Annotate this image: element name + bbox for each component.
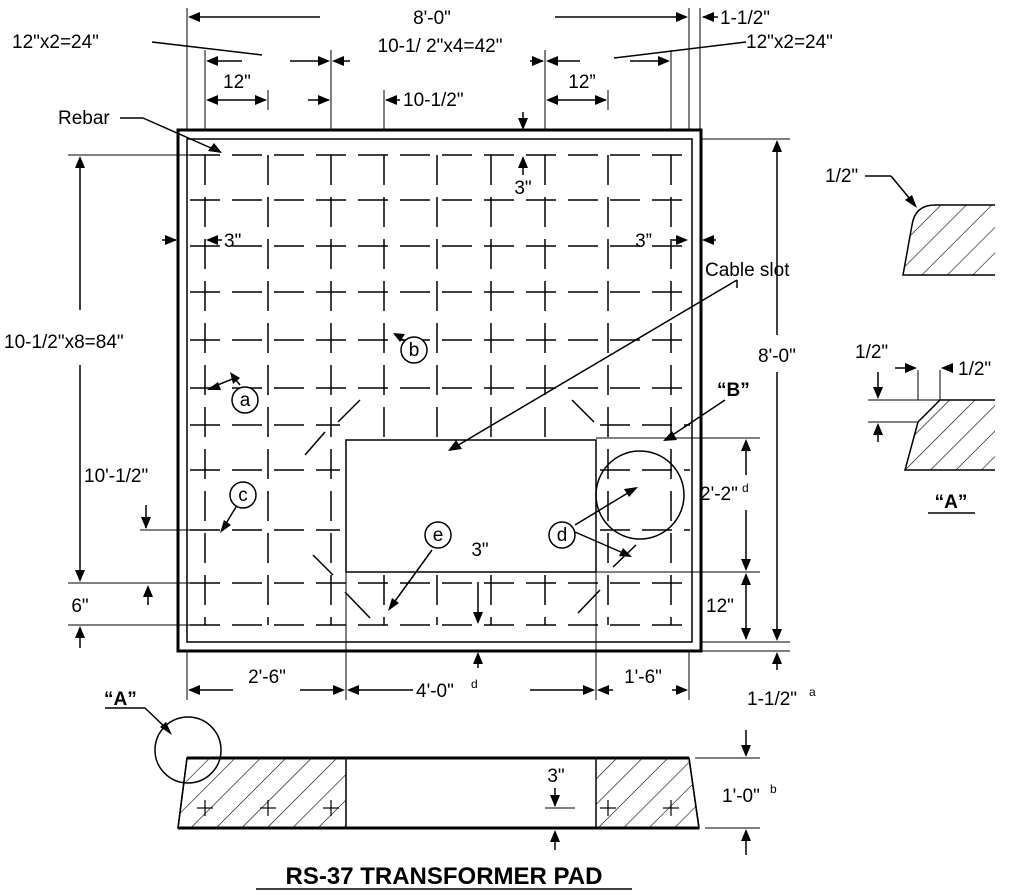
pad-inner-edge — [186, 138, 693, 643]
svg-text:c: c — [238, 485, 248, 506]
label-slot-to-bottom: 12" — [706, 596, 734, 617]
pad-section — [105, 707, 760, 855]
label-rebar-middle: 10-1/ 2"x4=42" — [378, 36, 503, 57]
label-section-depth: 1'-0" — [722, 786, 760, 807]
top-dimensions — [151, 8, 747, 130]
bottom-dimensions — [186, 572, 690, 700]
chamfer-detail-top — [865, 175, 995, 276]
label-slot-width: 4'-0" — [416, 681, 454, 702]
svg-text:e: e — [433, 525, 444, 546]
svg-text:d: d — [557, 525, 568, 546]
callout-d: d — [548, 521, 576, 549]
label-spacing-10-half: 10'-1/2" — [84, 466, 148, 487]
label-chamfer-half: 1/2" — [825, 166, 858, 187]
label-vertical-spacing: 10-1/2"x8=84" — [4, 332, 124, 353]
label-overall-width: 8'-0" — [413, 8, 451, 29]
label-cable-slot: Cable slot — [705, 260, 790, 281]
label-slot-height-note: d — [742, 481, 749, 495]
inner-markers — [473, 112, 528, 668]
label-slot-width-note: d — [471, 677, 478, 691]
label-edge-offset-bottom: 1-1/2" — [747, 689, 797, 710]
chamfer-detail-a — [868, 363, 995, 514]
label-bottom-six: 6" — [71, 596, 88, 617]
drawing-title: RS-37 TRANSFORMER PAD — [286, 863, 603, 890]
label-section-cover: 3" — [547, 766, 564, 787]
label-slot-cover: 3" — [471, 540, 488, 561]
label-spacing-left-12: 12" — [223, 72, 251, 93]
label-detail-b: “B” — [717, 380, 750, 401]
label-cover-top: 3" — [514, 178, 531, 199]
cable-slot — [345, 439, 597, 573]
left-dimensions — [68, 154, 222, 648]
svg-text:a: a — [240, 390, 251, 411]
right-dimensions — [596, 138, 790, 670]
label-rebar-outer-right: 12"x2=24" — [746, 32, 833, 53]
label-left-width: 2'-6" — [248, 667, 286, 688]
dimension-labels: 8'-0" 1-1/2" 12"x2=24" 12"x2=24" 10-1/ 2… — [4, 8, 991, 807]
label-right-width: 1'-6" — [624, 667, 662, 688]
label-detail-a-title: “A” — [935, 492, 968, 513]
label-detail-half-a: 1/2" — [855, 342, 888, 363]
callout-a: a — [231, 386, 259, 414]
label-spacing-mid: 10-1/2" — [403, 90, 464, 111]
pad-plan — [176, 128, 703, 653]
label-section-depth-note: b — [770, 782, 777, 796]
callout-c: c — [229, 481, 257, 509]
rebar-grid — [190, 154, 690, 626]
label-spacing-right-12: 12” — [568, 72, 595, 93]
label-detail-half-b: 1/2" — [958, 359, 991, 380]
label-edge-offset-top: 1-1/2" — [720, 8, 770, 29]
pad-outer-edge — [176, 128, 703, 653]
label-cover-right: 3” — [635, 231, 652, 252]
label-rebar-outer-left: 12"x2=24" — [12, 32, 99, 53]
label-section-a: “A” — [104, 689, 137, 710]
label-slot-height: 2'-2" — [700, 484, 738, 505]
leaders — [120, 117, 738, 611]
label-rebar: Rebar — [58, 108, 110, 129]
label-overall-height: 8'-0" — [758, 346, 796, 367]
label-edge-offset-bottom-note: a — [809, 685, 816, 699]
callout-e: e — [424, 521, 452, 549]
label-cover-left: 3" — [224, 231, 241, 252]
callout-b: b — [400, 336, 428, 364]
detail-b-circle — [595, 450, 685, 540]
svg-text:b: b — [409, 340, 420, 361]
title-block: RS-37 TRANSFORMER PAD — [256, 863, 632, 890]
callout-markers: a b c d e — [229, 336, 576, 549]
